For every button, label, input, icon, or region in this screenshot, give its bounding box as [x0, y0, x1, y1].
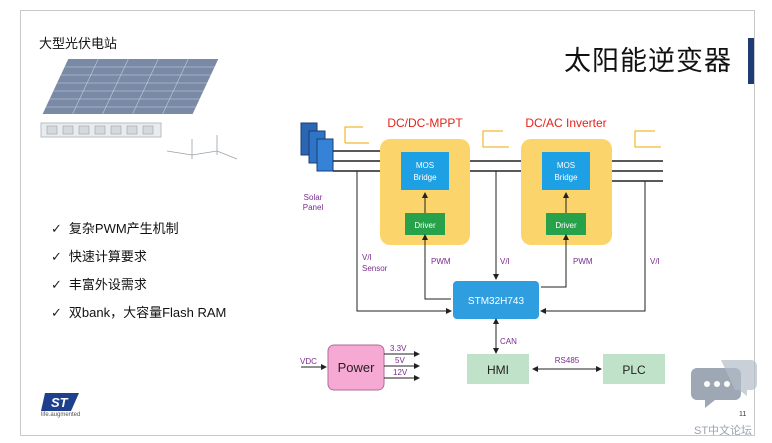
mos-bridge-block — [401, 152, 449, 190]
svg-text:Bridge: Bridge — [554, 173, 578, 182]
watermark: ST中文论坛 — [694, 425, 753, 437]
hmi-block — [467, 354, 529, 384]
title-accent-bar — [748, 38, 754, 84]
page-number: 11 — [739, 411, 747, 418]
dcdc-title: DC/DC-MPPT — [387, 116, 463, 130]
plc-block — [603, 354, 665, 384]
slide: 太阳能逆变器 大型光伏电站 — [20, 10, 755, 436]
svg-text:Power: Power — [338, 360, 376, 375]
svg-text:Driver: Driver — [555, 221, 577, 230]
inverter-block-diagram: Solar Panel DC/DC-MPPT DC/AC Inverter MO… — [300, 116, 665, 391]
chat-icon[interactable] — [691, 358, 759, 416]
can-label: CAN — [500, 337, 517, 346]
svg-text:MOS: MOS — [557, 161, 575, 170]
feature-item: ✓快速计算要求 — [51, 249, 147, 264]
solar-panel-icon — [300, 122, 334, 172]
vi-label: V/I — [500, 257, 510, 266]
solar-panel-label: Panel — [303, 203, 324, 212]
st-logo: ST — [41, 393, 79, 411]
svg-text:Driver: Driver — [414, 221, 436, 230]
voltage-12v-label: 12V — [393, 368, 408, 377]
solar-plant-illustration — [40, 59, 238, 160]
solar-panel-label: Solar — [304, 193, 323, 202]
check-icon: ✓ — [51, 221, 62, 236]
vi-label: V/I — [650, 257, 660, 266]
pwm-label: PWM — [573, 257, 593, 266]
dcac-title: DC/AC Inverter — [525, 116, 606, 130]
check-icon: ✓ — [51, 249, 62, 264]
svg-text:PLC: PLC — [622, 363, 646, 377]
feature-item: ✓复杂PWM产生机制 — [51, 221, 179, 236]
svg-text:Bridge: Bridge — [413, 173, 437, 182]
signal-lines — [356, 171, 646, 372]
mcu-block — [453, 281, 539, 319]
feature-item: ✓双bank，大容量Flash RAM — [51, 305, 227, 320]
svg-text:MOS: MOS — [416, 161, 434, 170]
waveform-icon — [344, 126, 661, 148]
svg-text:HMI: HMI — [487, 363, 509, 377]
rs485-label: RS485 — [555, 356, 580, 365]
svg-text:ST: ST — [51, 395, 69, 410]
voltage-3v3-label: 3.3V — [390, 344, 407, 353]
logo-tagline: life.augmented — [41, 412, 81, 418]
mos-bridge-block — [542, 152, 590, 190]
driver-block — [405, 213, 445, 235]
feature-list: ✓复杂PWM产生机制 ✓快速计算要求 ✓丰富外设需求 ✓双bank，大容量Fla… — [51, 218, 226, 330]
check-icon: ✓ — [51, 277, 62, 292]
vdc-label: VDC — [300, 357, 317, 366]
vi-sensor-label: V/I — [362, 253, 372, 262]
feature-item: ✓丰富外设需求 — [51, 277, 147, 292]
voltage-5v-label: 5V — [395, 356, 405, 365]
mcu-label: STM32H743 — [468, 296, 525, 307]
plant-label: 大型光伏电站 — [39, 36, 118, 51]
vi-sensor-label: Sensor — [362, 264, 388, 273]
power-block — [327, 344, 385, 391]
slide-title: 太阳能逆变器 — [564, 46, 732, 76]
check-icon: ✓ — [51, 305, 62, 320]
driver-block — [546, 213, 586, 235]
pwm-label: PWM — [431, 257, 451, 266]
